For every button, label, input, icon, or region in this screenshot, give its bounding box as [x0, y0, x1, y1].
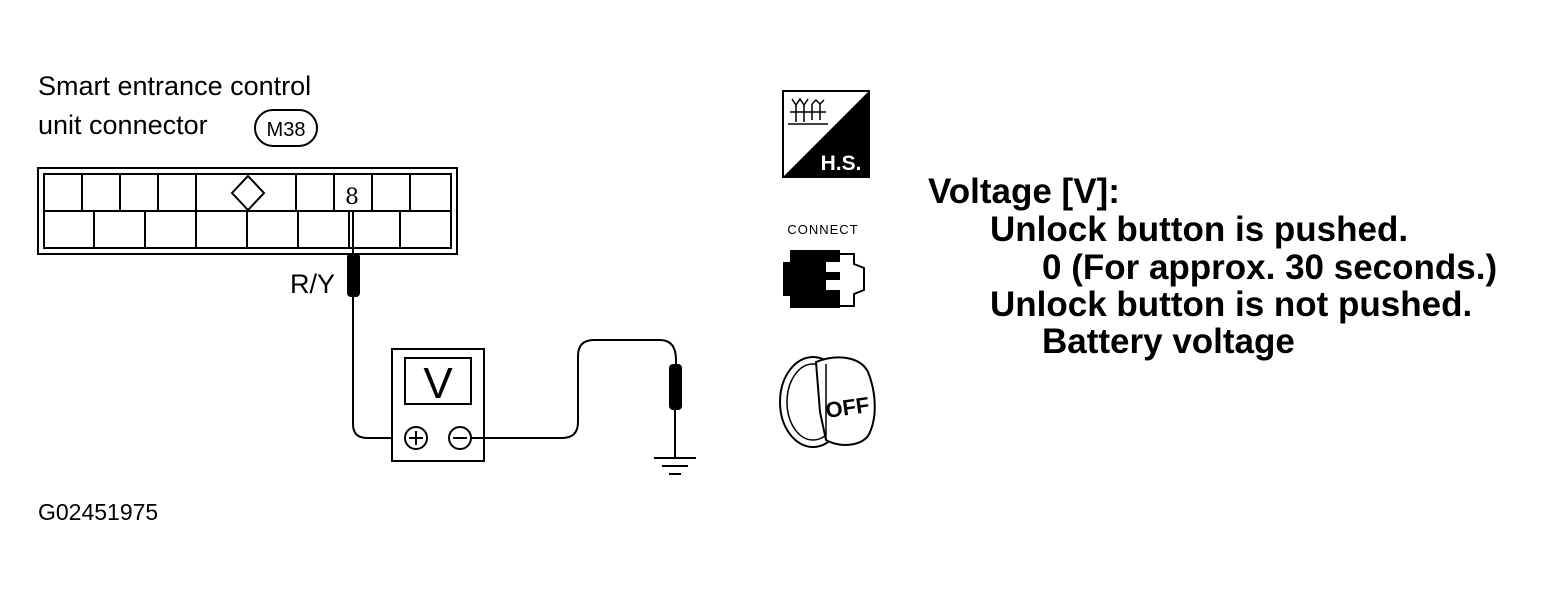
ignition-off-icon: OFF	[779, 356, 876, 448]
connector-title-line2: unit connector	[38, 110, 208, 140]
connector-title-line1: Smart entrance control	[38, 71, 311, 101]
wire-color-label: R/Y	[290, 269, 335, 299]
spec-heading: Voltage [V]:	[928, 172, 1120, 211]
spec-value-not-pushed: Battery voltage	[1042, 322, 1295, 361]
harness-side-label: H.S.	[821, 152, 862, 175]
negative-probe	[669, 364, 682, 458]
connector-id-label: M38	[267, 119, 306, 141]
voltmeter: V	[391, 348, 485, 462]
positive-probe	[347, 212, 360, 297]
connector-lock-diamond	[230, 174, 266, 212]
negative-lead-wire	[471, 339, 677, 439]
harness-side-icon: H.S.	[782, 90, 870, 178]
spec-value-pushed: 0 (For approx. 30 seconds.)	[1042, 248, 1497, 287]
connector-id-badge: M38	[254, 109, 318, 147]
connect-icon: CONNECT	[783, 222, 865, 308]
terminal-number: 8	[345, 185, 359, 210]
ignition-off-label: OFF	[824, 392, 871, 423]
spec-condition-pushed: Unlock button is pushed.	[990, 210, 1408, 249]
figure-id: G02451975	[38, 499, 158, 525]
spec-condition-not-pushed: Unlock button is not pushed.	[990, 285, 1472, 324]
ground-icon	[654, 457, 696, 475]
voltmeter-display: V	[423, 359, 453, 408]
plus-terminal-icon	[404, 426, 428, 450]
connect-label: CONNECT	[787, 222, 858, 237]
connector-face	[37, 167, 458, 255]
positive-lead-wire	[352, 297, 404, 439]
